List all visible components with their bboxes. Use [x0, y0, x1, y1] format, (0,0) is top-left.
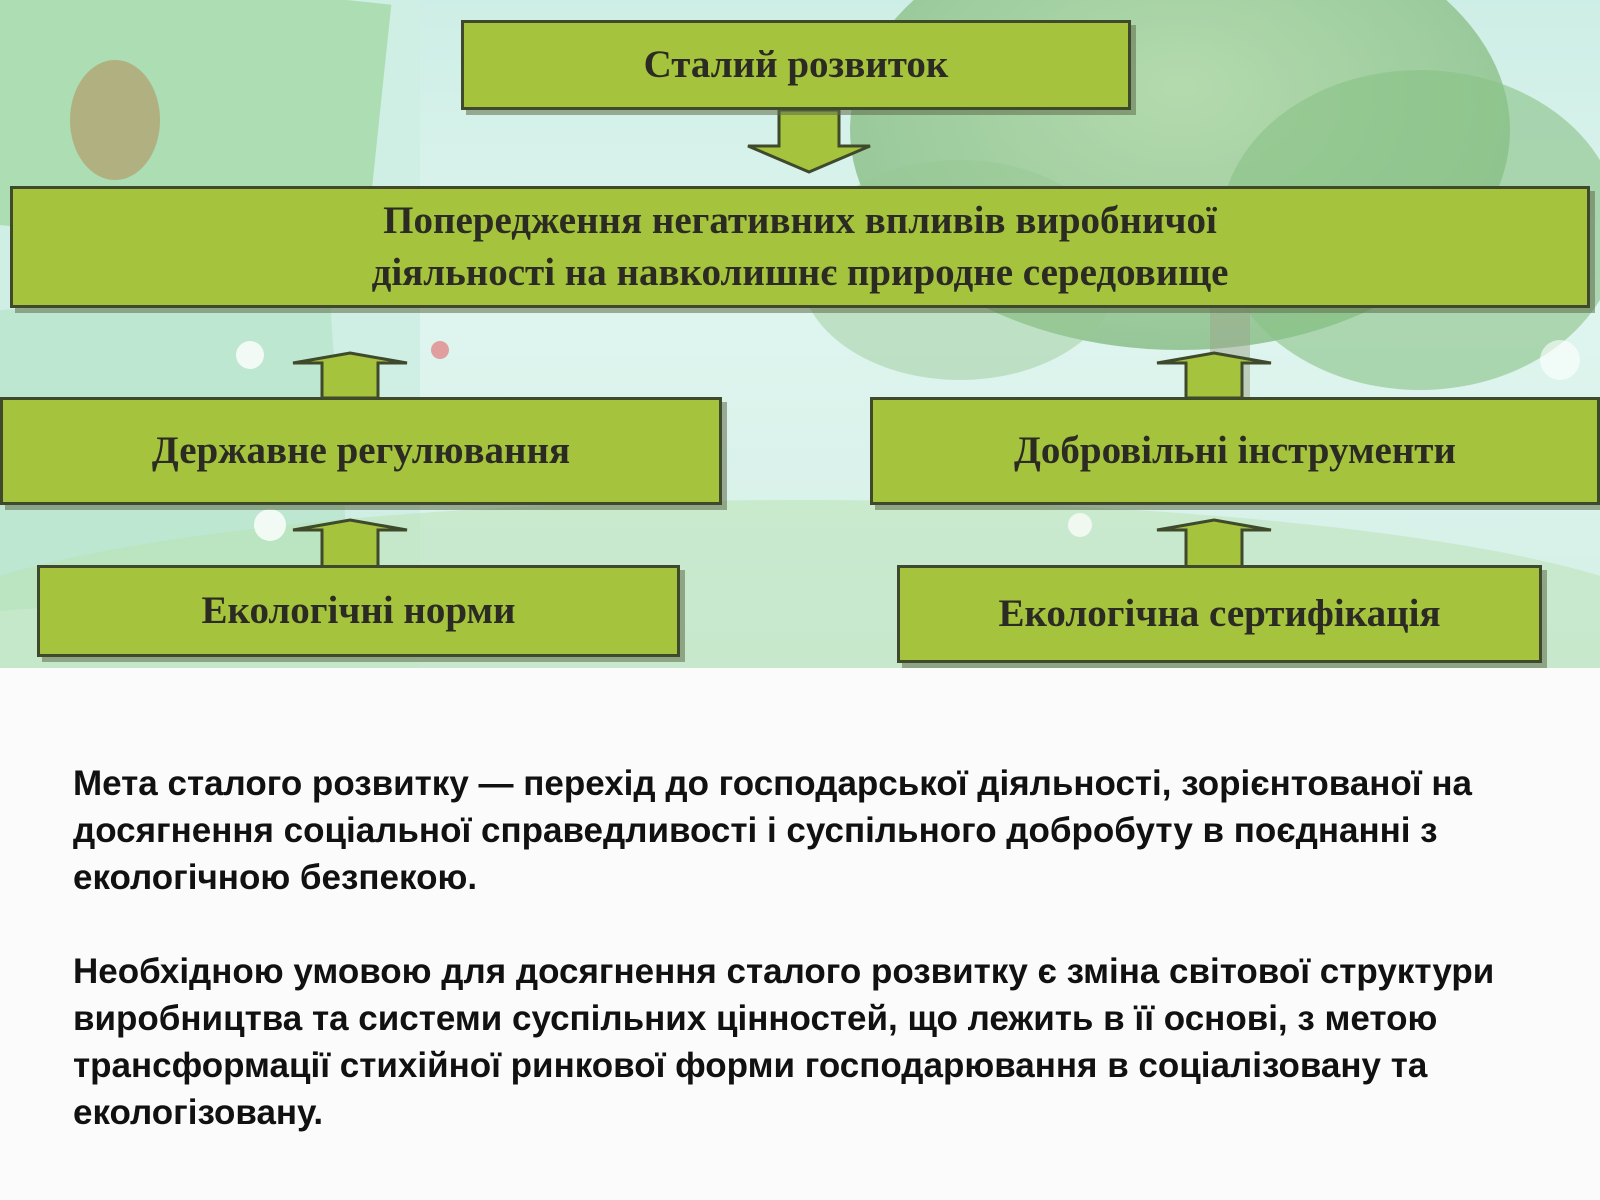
prevention-box: Попередження негативних впливів виробнич… [10, 186, 1590, 308]
bird-image [70, 60, 160, 180]
voluntary-instruments-box: Добровільні інструменти [870, 397, 1600, 505]
ecological-norms-box: Екологічні норми [37, 565, 680, 657]
paragraph-goal: Мета сталого розвитку — перехід до госпо… [73, 764, 1472, 897]
arrow-up-icon [292, 351, 408, 399]
state-regulation-box: Державне регулювання [0, 397, 722, 505]
arrow-down-icon [747, 108, 871, 174]
arrow-up-icon [1156, 351, 1272, 399]
arrow-up-icon [1156, 518, 1272, 568]
sustainable-development-box: Сталий розвиток [461, 20, 1131, 110]
arrow-up-icon [292, 518, 408, 568]
diagram-area: Сталий розвиток Попередження негативних … [0, 0, 1600, 668]
ecological-certification-box: Екологічна сертифікація [897, 565, 1542, 663]
description-text: Мета сталого розвитку — перехід до госпо… [73, 760, 1533, 1136]
paragraph-condition: Необхідною умовою для досягнення сталого… [73, 952, 1495, 1132]
